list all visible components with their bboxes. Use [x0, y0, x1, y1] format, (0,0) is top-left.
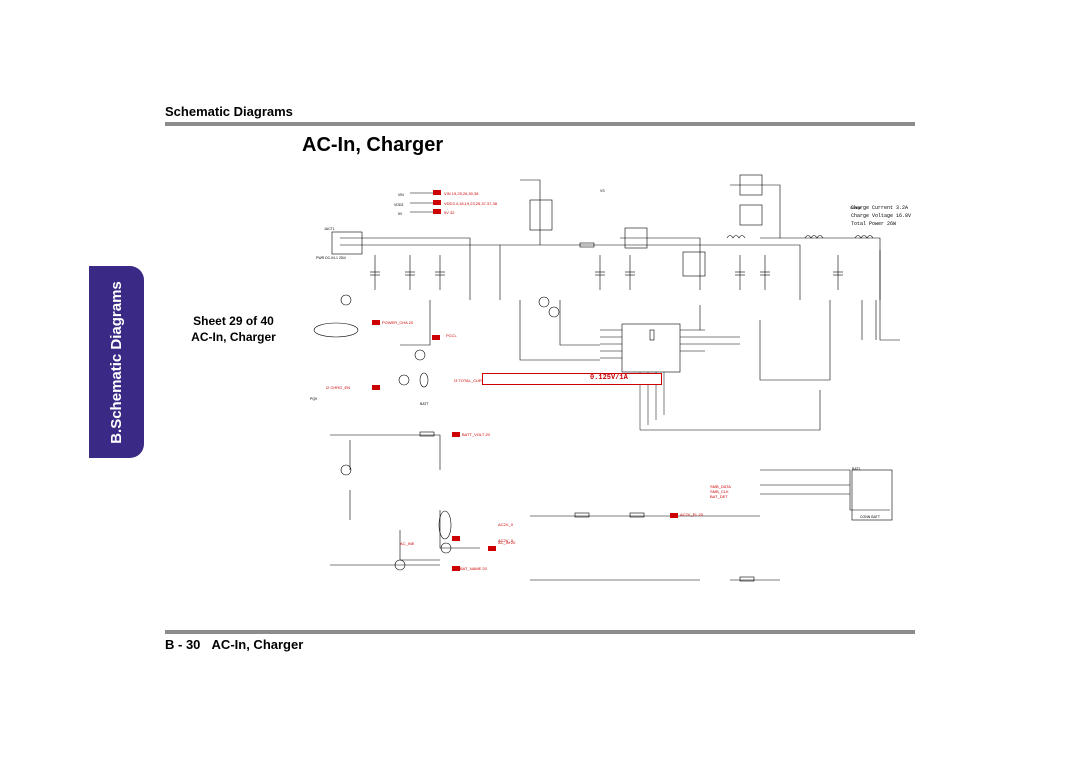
side-tab: [89, 266, 144, 458]
note-total-power: Total Power 26W: [851, 221, 897, 227]
footer-title: AC-In, Charger: [211, 637, 304, 652]
page-title: AC-In, Charger: [302, 134, 444, 156]
note-charge-voltage: Charge Voltage 16.8V: [851, 213, 912, 219]
sheet-title: AC-In, Charger: [191, 330, 276, 344]
svg-text:BAT1: BAT1: [852, 467, 861, 471]
svg-text:PWR DC-IN-1 25/4: PWR DC-IN-1 25/4: [316, 256, 346, 260]
svg-text:POWER_CHA 20: POWER_CHA 20: [382, 320, 414, 325]
svg-text:VIN 19,25,26,30,38: VIN 19,25,26,30,38: [444, 191, 479, 196]
svg-text:AC2V_II: AC2V_II: [498, 538, 513, 543]
svg-text:JACT1: JACT1: [324, 227, 335, 231]
top-rule: [165, 122, 915, 126]
section-title: Schematic Diagrams: [165, 104, 293, 119]
footer: B - 30 AC-In, Charger: [165, 637, 311, 652]
note-charge-current: Charge Current 3.2A: [851, 205, 909, 211]
svg-text:5V 32: 5V 32: [444, 210, 455, 215]
svg-text:AC2V_II: AC2V_II: [498, 522, 513, 527]
svg-text:AC2V_EL 20: AC2V_EL 20: [680, 512, 704, 517]
svg-text:PCCL: PCCL: [446, 333, 457, 338]
footer-page-number: B - 30: [165, 637, 201, 652]
svg-text:VS: VS: [600, 189, 605, 193]
svg-text:BATT: BATT: [420, 402, 430, 406]
svg-text:I3 TOTAL_CUR: I3 TOTAL_CUR: [454, 378, 482, 383]
sheet-number: Sheet 29 of 40: [193, 314, 274, 328]
svg-text:5V: 5V: [398, 212, 403, 216]
svg-text:I2 CHRG_EN: I2 CHRG_EN: [326, 385, 350, 390]
svg-text:VIN: VIN: [398, 193, 404, 197]
sheet-info: Sheet 29 of 40 AC-In, Charger: [186, 313, 281, 345]
svg-text:BAT_DET: BAT_DET: [710, 494, 728, 499]
svg-text:AC_INE: AC_INE: [400, 541, 415, 546]
svg-text:BATT_VOLT 20: BATT_VOLT 20: [462, 432, 491, 437]
svg-text:AC_IN 20: AC_IN 20: [498, 540, 516, 545]
svg-text:SMB_CLK: SMB_CLK: [710, 489, 729, 494]
svg-text:VDD3 4,18,19,23,25,37,37,38: VDD3 4,18,19,23,25,37,37,38: [444, 201, 498, 206]
svg-text:PQ9: PQ9: [310, 397, 317, 401]
current-rating-banner: [482, 373, 662, 385]
svg-text:VDD3: VDD3: [394, 203, 403, 207]
current-rating-text: 0.125V/1A: [590, 374, 628, 382]
svg-text:Charge: Charge: [850, 206, 862, 210]
svg-text:CONN BATT: CONN BATT: [860, 515, 881, 519]
svg-text:BAT_NAME 20: BAT_NAME 20: [460, 566, 488, 571]
svg-text:SMB_DATA: SMB_DATA: [710, 484, 731, 489]
bottom-rule: [165, 630, 915, 634]
